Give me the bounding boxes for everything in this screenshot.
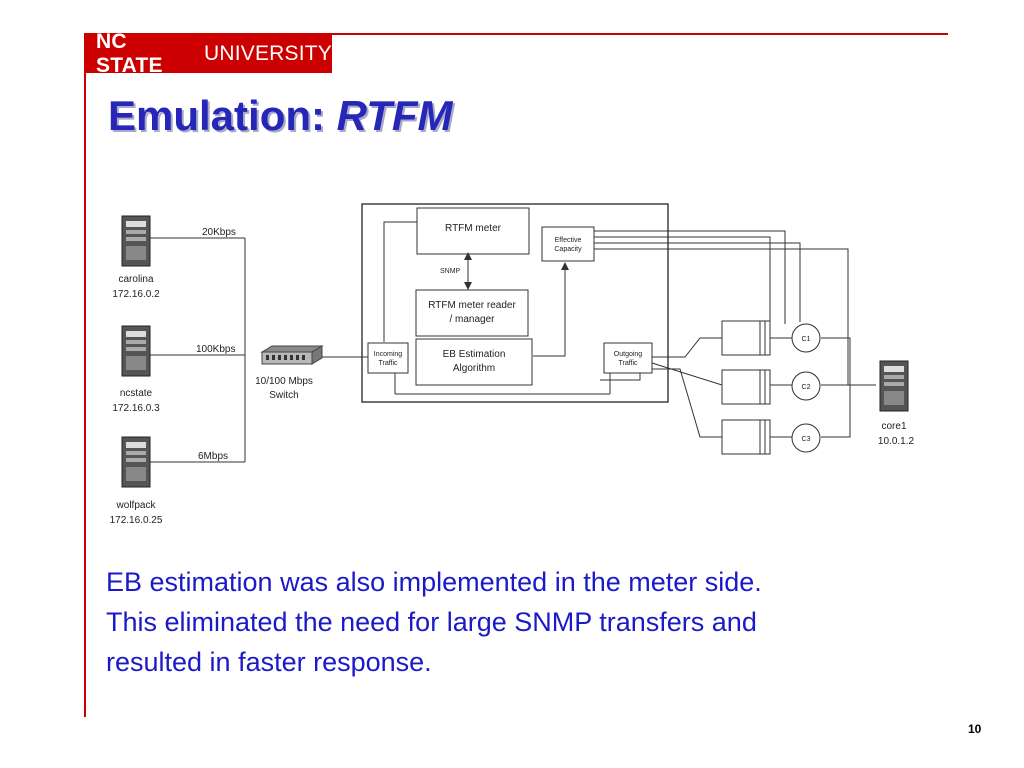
queue-2 bbox=[721, 369, 771, 405]
host-wolfpack-name: wolfpack bbox=[116, 500, 157, 511]
switch-icon bbox=[260, 345, 324, 365]
rtfm-system-box bbox=[361, 203, 669, 403]
incoming-line1: Incoming bbox=[374, 351, 403, 358]
switch-label-line1: 10/100 Mbps bbox=[255, 376, 313, 387]
title-italic: RTFM bbox=[336, 92, 453, 139]
channel-c1-label: C1 bbox=[802, 336, 811, 343]
body-line: EB estimation was also implemented in th… bbox=[106, 567, 762, 597]
body-line: resulted in faster response. bbox=[106, 647, 432, 677]
link-speed-ncstate: 100Kbps bbox=[196, 344, 235, 355]
outgoing-line2: Traffic bbox=[618, 360, 638, 367]
effective-line2: Capacity bbox=[554, 246, 582, 253]
body-line: This eliminated the need for large SNMP … bbox=[106, 607, 757, 637]
outgoing-traffic-box bbox=[603, 342, 653, 374]
queue-1 bbox=[721, 320, 771, 356]
host-carolina-ip: 172.16.0.2 bbox=[112, 289, 160, 300]
channel-c2 bbox=[791, 371, 821, 401]
left-rule bbox=[84, 35, 86, 717]
eb-estimation-line1: EB Estimation bbox=[443, 349, 506, 360]
channel-c1 bbox=[791, 323, 821, 353]
incoming-traffic-box bbox=[367, 342, 409, 374]
host-carolina-name: carolina bbox=[118, 274, 153, 285]
meter-reader-box bbox=[415, 289, 529, 337]
arrow-up-icon bbox=[561, 262, 569, 270]
server-icon bbox=[121, 325, 151, 377]
logo-light-text: UNIVERSITY bbox=[203, 42, 332, 65]
core-ip: 10.0.1.2 bbox=[878, 436, 915, 447]
switch-label-line2: Switch bbox=[269, 390, 298, 401]
core-name: core1 bbox=[881, 421, 906, 432]
host-ncstate-ip: 172.16.0.3 bbox=[112, 403, 160, 414]
link-speed-carolina: 20Kbps bbox=[202, 227, 236, 238]
eb-estimation-line2: Algorithm bbox=[453, 363, 495, 374]
top-rule bbox=[84, 33, 948, 35]
server-icon bbox=[121, 436, 151, 488]
channel-c3-label: C3 bbox=[802, 436, 811, 443]
rtfm-meter-label: RTFM meter bbox=[445, 223, 502, 234]
meter-reader-line2: / manager bbox=[449, 314, 495, 325]
host-wolfpack-ip: 172.16.0.25 bbox=[110, 515, 163, 526]
outgoing-line1: Outgoing bbox=[614, 351, 643, 358]
page-number: 10 bbox=[968, 722, 982, 736]
link-speed-wolfpack: 6Mbps bbox=[198, 451, 228, 462]
logo-bold-text: NC STATE bbox=[96, 30, 163, 77]
incoming-line2: Traffic bbox=[378, 360, 398, 367]
arrow-down-icon bbox=[464, 282, 472, 290]
channel-c2-label: C2 bbox=[802, 384, 811, 391]
meter-reader-line1: RTFM meter reader bbox=[428, 300, 516, 311]
server-icon bbox=[121, 215, 151, 267]
university-logo: NC STATE UNIVERSITY bbox=[84, 30, 332, 77]
title-prefix: Emulation: bbox=[108, 92, 325, 139]
arrow-up-icon bbox=[464, 252, 472, 260]
eb-estimation-box bbox=[415, 338, 533, 386]
channel-c3 bbox=[791, 423, 821, 453]
body-text: EB estimation was also implemented in th… bbox=[106, 562, 966, 682]
slide-title: Emulation: RTFM bbox=[108, 92, 453, 140]
effective-line1: Effective bbox=[555, 237, 582, 244]
rtfm-meter-box bbox=[416, 207, 530, 255]
host-ncstate-name: ncstate bbox=[120, 388, 153, 399]
queue-3 bbox=[721, 419, 771, 455]
server-icon bbox=[879, 360, 909, 412]
snmp-label: SNMP bbox=[440, 268, 461, 275]
effective-capacity-box bbox=[541, 226, 595, 262]
